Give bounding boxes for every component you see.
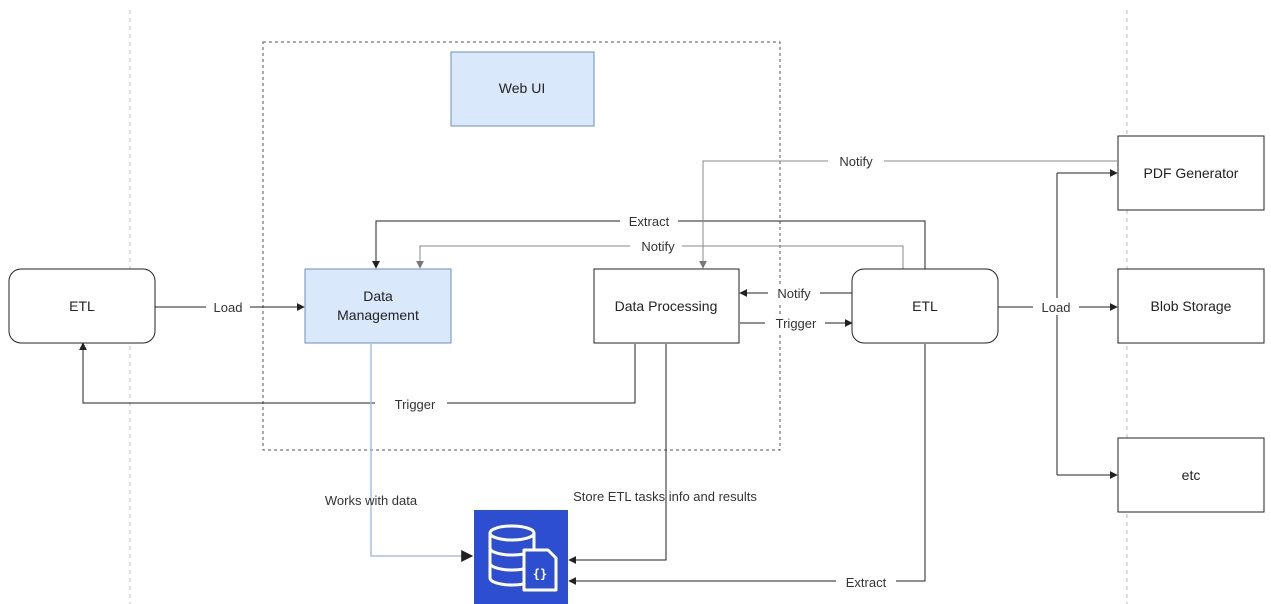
svg-text:{}: {} <box>533 567 547 581</box>
edge-label-load-left: Load <box>214 300 243 315</box>
node-label-data-management-2: Management <box>337 307 419 323</box>
edge-extract-bottom <box>568 344 926 585</box>
edge-label-notify-etl: Notify <box>777 286 811 301</box>
edge-label-notify-mid: Notify <box>641 239 675 254</box>
edge-label-extract-bottom: Extract <box>846 575 887 590</box>
edge-label-trigger-etl: Trigger <box>776 316 817 331</box>
edge-label-store-etl: Store ETL tasks info and results <box>573 489 757 504</box>
node-etc[interactable]: etc <box>1117 437 1265 513</box>
database-document-icon[interactable]: {} <box>474 510 568 604</box>
node-data-management[interactable]: Data Management <box>304 268 452 344</box>
edge-label-works-with-data: Works with data <box>325 493 418 508</box>
node-label-etc: etc <box>1182 467 1201 483</box>
edge-trigger-bottom <box>79 342 636 404</box>
node-data-processing[interactable]: Data Processing <box>593 268 740 344</box>
edge-label-trigger-bottom: Trigger <box>395 397 436 412</box>
edge-label-extract-top: Extract <box>629 214 670 229</box>
node-label-data-processing: Data Processing <box>615 298 718 314</box>
node-label-web-ui: Web UI <box>499 80 545 96</box>
edge-label-notify-top: Notify <box>839 154 873 169</box>
node-label-pdf-generator: PDF Generator <box>1144 165 1239 181</box>
edge-label-load-right: Load <box>1042 300 1071 315</box>
node-label-etl-right: ETL <box>912 298 938 314</box>
node-web-ui[interactable]: Web UI <box>450 51 595 127</box>
edge-works-with-data <box>370 344 474 562</box>
edge-store-etl <box>568 344 667 564</box>
node-blob-storage[interactable]: Blob Storage <box>1117 268 1265 344</box>
node-label-blob-storage: Blob Storage <box>1151 298 1232 314</box>
node-label-etl-left: ETL <box>69 298 95 314</box>
node-pdf-generator[interactable]: PDF Generator <box>1117 135 1265 211</box>
node-etl-right[interactable]: ETL <box>851 268 999 344</box>
edge-notify-top <box>699 160 1117 269</box>
node-etl-left[interactable]: ETL <box>8 268 156 344</box>
node-label-data-management-1: Data <box>363 288 393 304</box>
